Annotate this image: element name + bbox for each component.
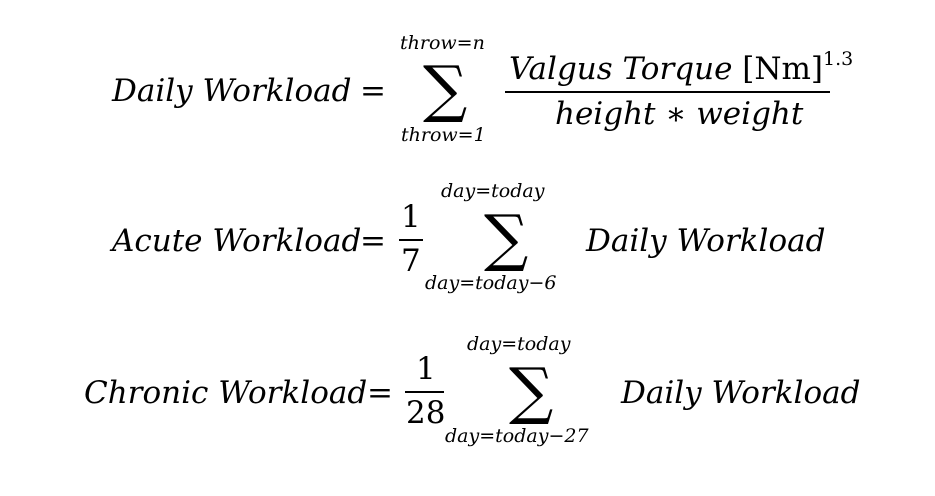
eq1-num-text: Valgus Torque <box>509 51 743 87</box>
eq3-sigma: ∑ <box>509 354 554 427</box>
eq3-lhs: Chronic Workload <box>84 375 368 411</box>
eq1-equals: = <box>360 73 386 109</box>
eq1-num-exponent: 1.3 <box>823 48 854 70</box>
eq2-sum-lower: day=today−6 <box>425 272 557 294</box>
eq2-coef-denominator: 7 <box>401 243 421 279</box>
eq2-rhs: Daily Workload <box>586 223 826 259</box>
eq1-sum-upper: throw=n <box>400 32 485 54</box>
eq3-coef-denominator: 28 <box>406 395 446 431</box>
eq3-coef-numerator: 1 <box>416 351 436 387</box>
eq2-coef-bar <box>399 239 423 241</box>
eq1-denominator: height ∗ weight <box>555 96 804 132</box>
eq1-fraction-bar <box>505 91 830 93</box>
eq3-sum-lower: day=today−27 <box>445 425 589 447</box>
eq2-sum-upper: day=today <box>441 180 545 202</box>
eq3-coef-bar <box>405 391 444 393</box>
eq1-sigma: ∑ <box>423 52 468 125</box>
eq2-coef-numerator: 1 <box>401 199 421 235</box>
eq1-num-unit: [Nm] <box>742 51 823 87</box>
eq2-equals: = <box>360 223 386 259</box>
eq3-equals: = <box>367 375 393 411</box>
eq2-sigma: ∑ <box>484 201 529 274</box>
eq2-lhs: Acute Workload <box>112 223 362 259</box>
eq1-lhs: Daily Workload <box>112 73 352 109</box>
eq3-sum-upper: day=today <box>467 333 571 355</box>
eq1-numerator: Valgus Torque [Nm]1.3 <box>509 50 853 87</box>
eq3-rhs: Daily Workload <box>621 375 861 411</box>
eq1-sum-lower: throw=1 <box>401 124 486 146</box>
